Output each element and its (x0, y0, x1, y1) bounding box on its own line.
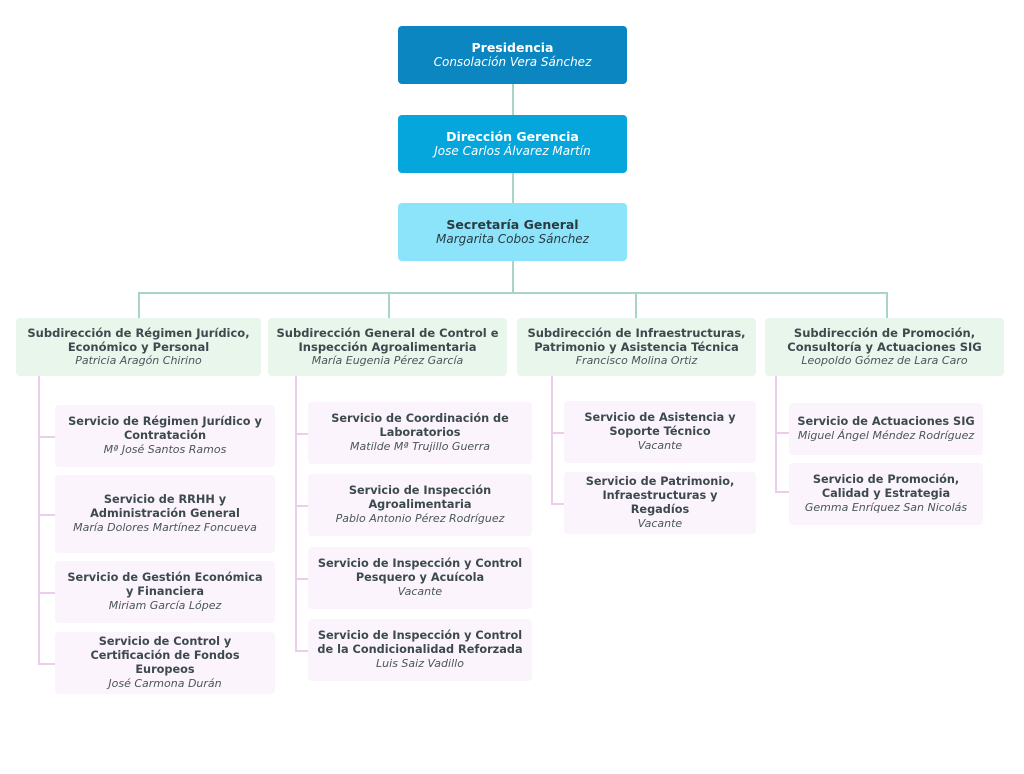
node-subdireccion-infraestructuras[interactable]: Subdirección de Infraestructuras, Patrim… (517, 318, 756, 376)
node-servicio-control-fondos-europeos[interactable]: Servicio de Control y Certificación de F… (55, 632, 275, 694)
node-title: Subdirección de Promoción, Consultoría y… (787, 326, 982, 355)
node-title: Servicio de Inspección Agroalimentaria (348, 484, 492, 512)
node-subdireccion-control-inspeccion[interactable]: Subdirección General de Control e Inspec… (268, 318, 507, 376)
node-person: Francisco Molina Ortiz (575, 354, 698, 368)
connector-stub-2-4 (295, 650, 312, 652)
node-servicio-regimen-juridico-contratacion[interactable]: Servicio de Régimen Jurídico y Contratac… (55, 405, 275, 467)
node-person: Matilde Mª Trujillo Guerra (350, 439, 490, 453)
node-person: Consolación Vera Sánchez (433, 55, 592, 70)
node-title: Servicio de Asistencia y Soporte Técnico (584, 411, 736, 439)
connector-trunk-col-3 (551, 376, 553, 504)
connector-stub-1-4 (38, 663, 55, 665)
connector-bus-drop-1 (138, 292, 140, 318)
node-title: Secretaría General (446, 216, 579, 232)
node-person: Miriam García López (108, 598, 222, 612)
node-person: Mª José Santos Ramos (103, 442, 227, 456)
connector-secretaria-bus (512, 260, 514, 293)
connector-stub-2-1 (295, 433, 312, 435)
node-servicio-inspeccion-agroalimentaria[interactable]: Servicio de Inspección Agroalimentaria P… (308, 474, 532, 536)
node-servicio-coordinacion-laboratorios[interactable]: Servicio de Coordinación de Laboratorios… (308, 402, 532, 464)
connector-presidencia-direccion (512, 84, 514, 116)
node-person: Gemma Enríquez San Nicolás (804, 500, 968, 514)
connector-stub-2-3 (295, 578, 312, 580)
node-servicio-condicionalidad-reforzada[interactable]: Servicio de Inspección y Control de la C… (308, 619, 532, 681)
node-direccion-gerencia[interactable]: Dirección Gerencia Jose Carlos Álvarez M… (398, 115, 627, 173)
node-subdireccion-regimen-juridico[interactable]: Subdirección de Régimen Jurídico, Económ… (16, 318, 261, 376)
connector-stub-1-3 (38, 592, 55, 594)
node-servicio-patrimonio-infraestructuras[interactable]: Servicio de Patrimonio, Infraestructuras… (564, 472, 756, 534)
node-title: Servicio de Régimen Jurídico y Contratac… (68, 415, 262, 443)
node-title: Subdirección de Infraestructuras, Patrim… (527, 326, 746, 355)
node-person: Leopoldo Gómez de Lara Caro (801, 354, 968, 368)
node-servicio-actuaciones-sig[interactable]: Servicio de Actuaciones SIG Miguel Ángel… (789, 403, 983, 455)
node-title: Dirección Gerencia (446, 128, 579, 144)
node-servicio-gestion-economica[interactable]: Servicio de Gestión Económica y Financie… (55, 561, 275, 623)
node-title: Servicio de Actuaciones SIG (797, 415, 975, 429)
connector-stub-4-1 (775, 432, 792, 434)
node-person: Pablo Antonio Pérez Rodríguez (335, 511, 505, 525)
node-person: Jose Carlos Álvarez Martín (434, 144, 591, 159)
node-title: Servicio de RRHH y Administración Genera… (90, 493, 240, 521)
node-title: Servicio de Patrimonio, Infraestructuras… (585, 475, 735, 517)
node-title: Servicio de Inspección y Control Pesquer… (317, 557, 523, 585)
connector-direccion-secretaria (512, 172, 514, 204)
node-person: Patricia Aragón Chirino (75, 354, 202, 368)
connector-stub-1-2 (38, 514, 55, 516)
node-title: Servicio de Control y Certificación de F… (90, 635, 240, 677)
node-servicio-promocion-calidad[interactable]: Servicio de Promoción, Calidad y Estrate… (789, 463, 983, 525)
node-person: Vacante (637, 438, 683, 452)
connector-subdireccion-bus (138, 292, 888, 294)
connector-bus-drop-4 (886, 292, 888, 318)
connector-bus-drop-2 (388, 292, 390, 318)
node-person: Vacante (397, 584, 443, 598)
node-title: Servicio de Gestión Económica y Financie… (67, 571, 263, 599)
node-servicio-rrhh-administracion[interactable]: Servicio de RRHH y Administración Genera… (55, 475, 275, 553)
node-person: María Eugenia Pérez García (311, 354, 464, 368)
node-subdireccion-promocion-sig[interactable]: Subdirección de Promoción, Consultoría y… (765, 318, 1004, 376)
connector-bus-drop-3 (635, 292, 637, 318)
node-servicio-asistencia-soporte-tecnico[interactable]: Servicio de Asistencia y Soporte Técnico… (564, 401, 756, 463)
connector-stub-1-1 (38, 436, 55, 438)
node-person: Miguel Ángel Méndez Rodríguez (797, 429, 975, 443)
node-title: Servicio de Coordinación de Laboratorios (331, 412, 509, 440)
node-person: Luis Saiz Vadillo (376, 656, 464, 670)
node-person: Vacante (637, 516, 683, 530)
connector-stub-4-2 (775, 491, 792, 493)
node-person: José Carmona Durán (108, 676, 222, 690)
connector-trunk-col-1 (38, 376, 40, 664)
node-title: Servicio de Promoción, Calidad y Estrate… (812, 473, 960, 501)
node-servicio-inspeccion-pesquero[interactable]: Servicio de Inspección y Control Pesquer… (308, 547, 532, 609)
connector-trunk-col-2 (295, 376, 297, 651)
node-title: Subdirección de Régimen Jurídico, Económ… (27, 326, 250, 355)
connector-stub-3-1 (551, 432, 568, 434)
node-presidencia[interactable]: Presidencia Consolación Vera Sánchez (398, 26, 627, 84)
node-title: Subdirección General de Control e Inspec… (276, 326, 499, 355)
node-person: María Dolores Martínez Foncueva (73, 520, 257, 534)
node-secretaria-general[interactable]: Secretaría General Margarita Cobos Sánch… (398, 203, 627, 261)
connector-stub-3-2 (551, 503, 568, 505)
node-title: Presidencia (471, 39, 554, 55)
connector-stub-2-2 (295, 505, 312, 507)
node-title: Servicio de Inspección y Control de la C… (317, 629, 523, 657)
connector-trunk-col-4 (775, 376, 777, 492)
node-person: Margarita Cobos Sánchez (436, 232, 589, 247)
